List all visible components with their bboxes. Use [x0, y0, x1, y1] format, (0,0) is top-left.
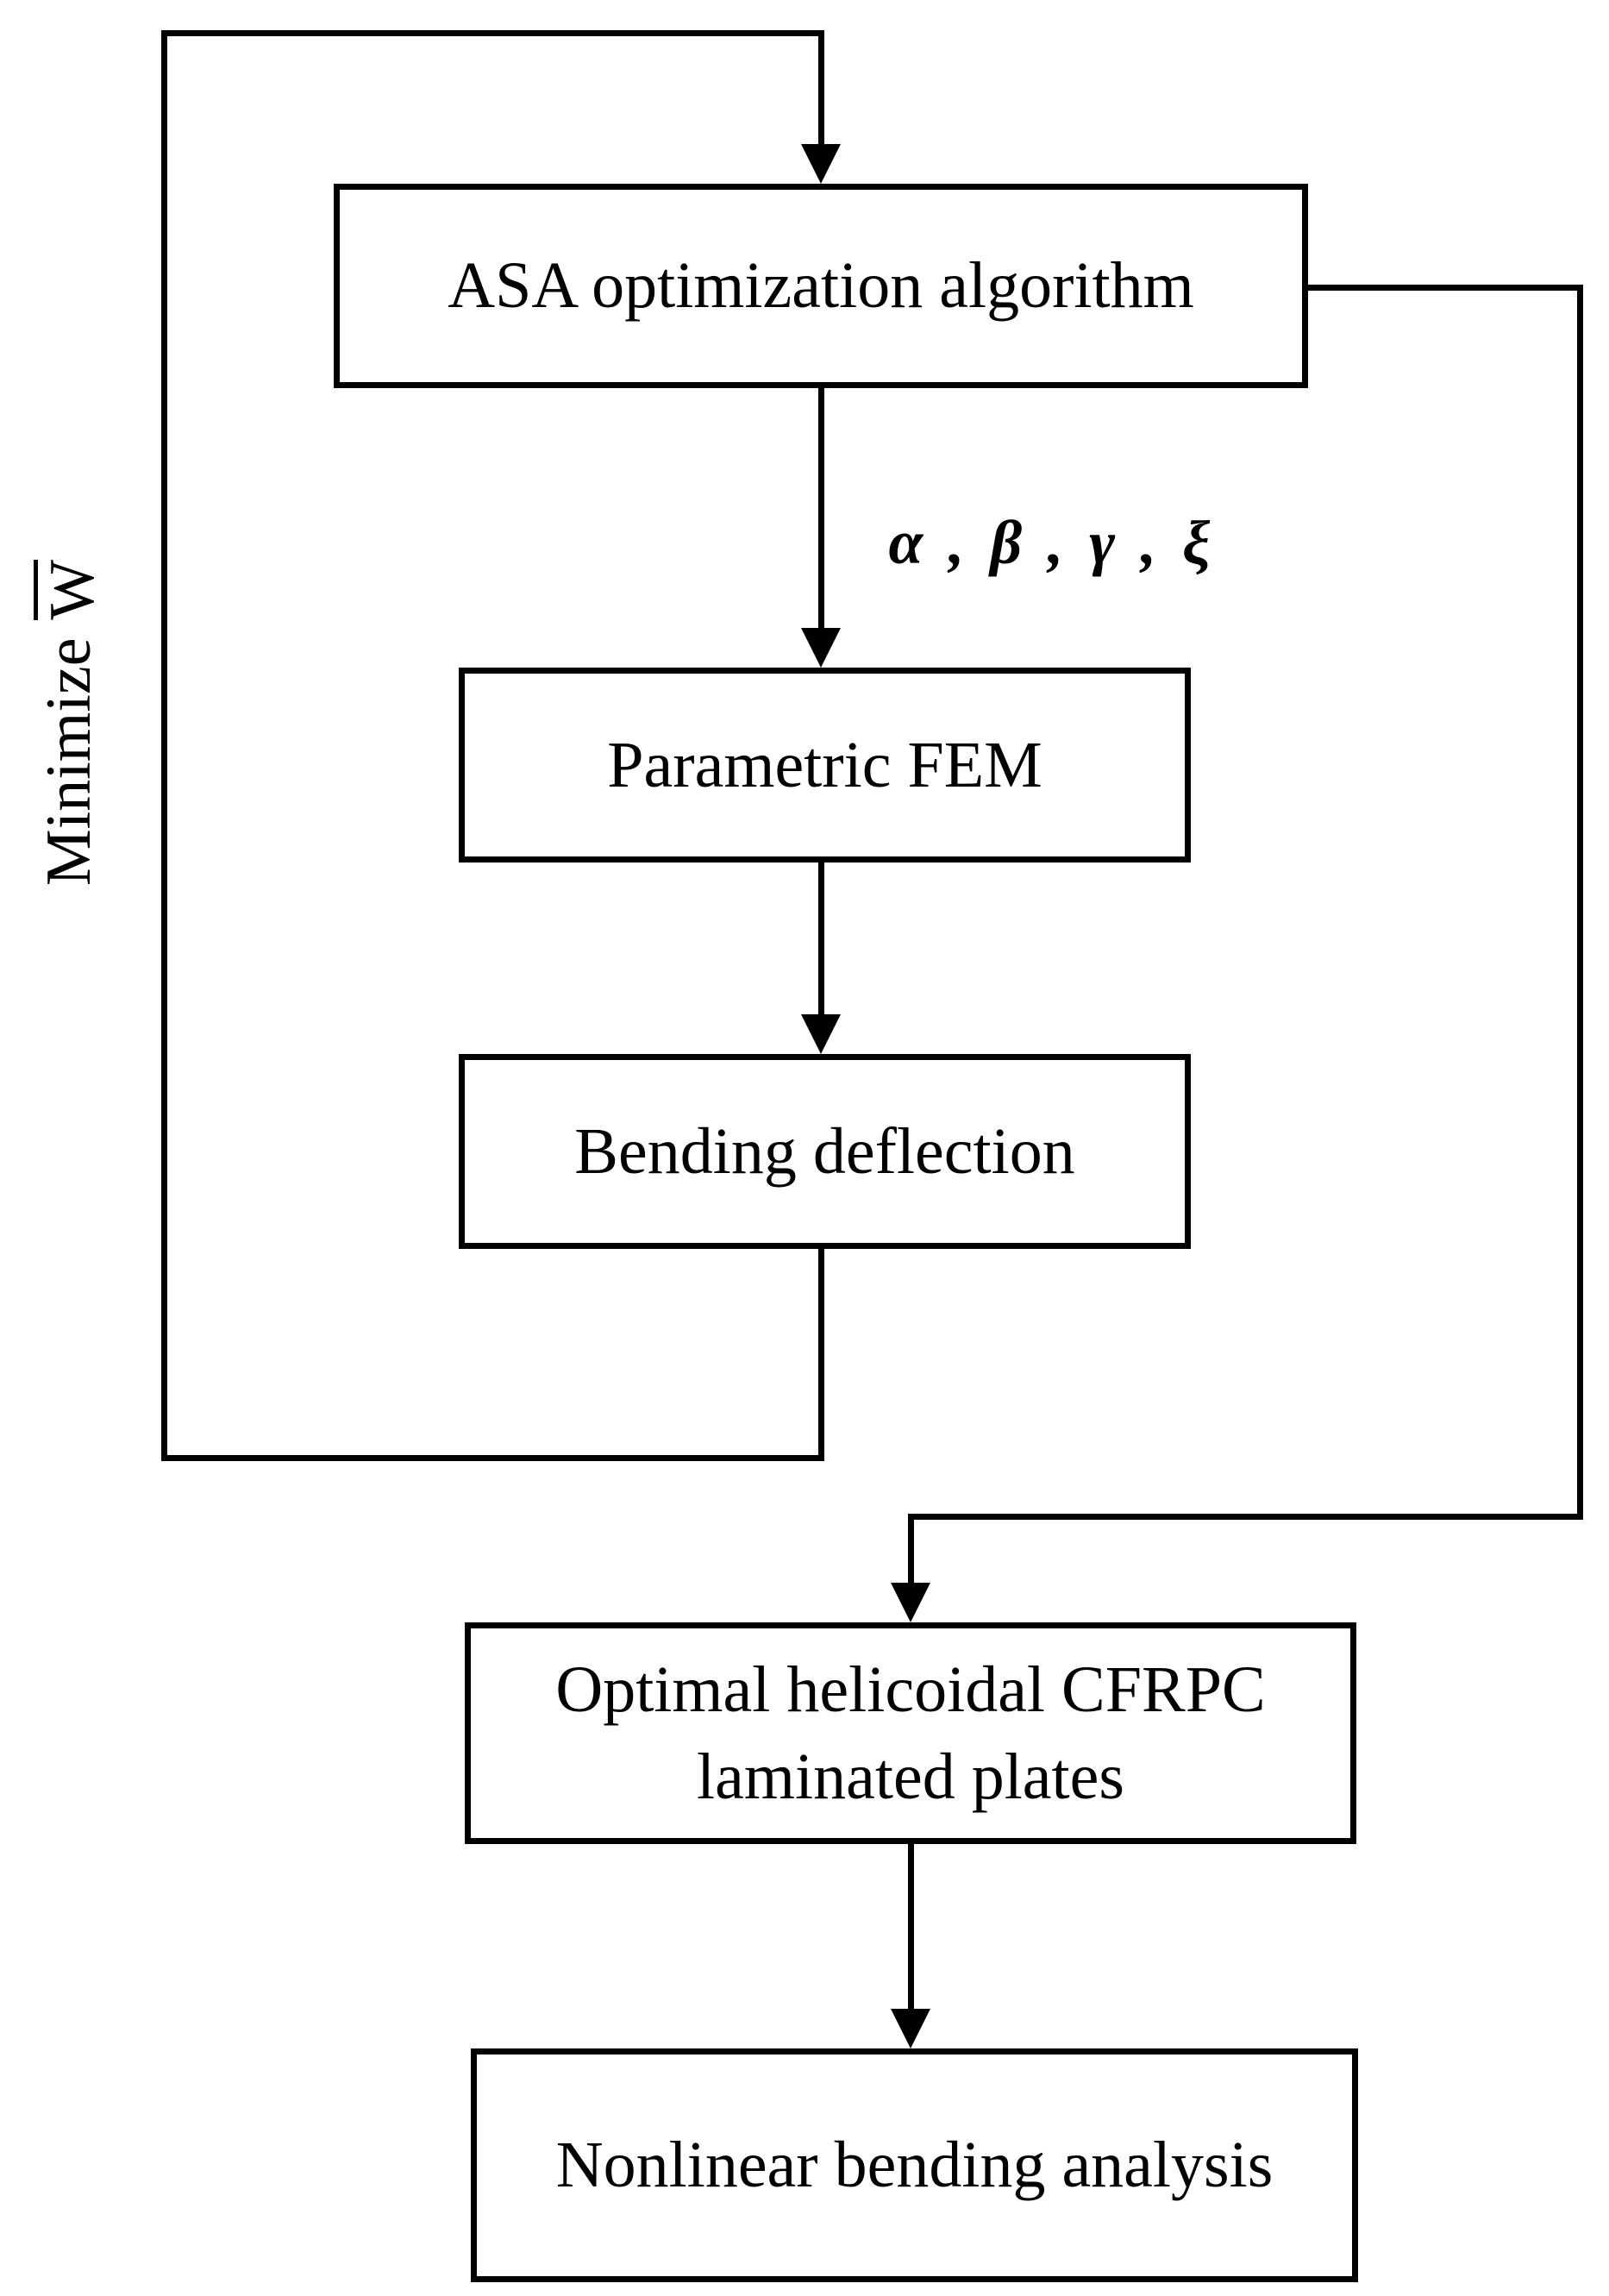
fem-to-bending-line [818, 863, 824, 1018]
loop-bottom-line [161, 1455, 824, 1461]
node-optimal-label-line1: Optimal helicoidal CFRPC [555, 1653, 1266, 1727]
node-asa: ASA optimization algorithm [334, 184, 1308, 388]
asa-right-out-line [1305, 285, 1583, 291]
loop-left-line [161, 30, 167, 1461]
optimal-to-nonlinear-line [908, 1844, 914, 2012]
into-optimal-line [908, 1514, 914, 1586]
parameters-edge-label: α , β , γ , ξ [888, 508, 1216, 577]
node-nonlinear: Nonlinear bending analysis [471, 2048, 1358, 2282]
minimize-text: Minimize [33, 637, 104, 887]
arrowhead-down-icon [891, 1583, 930, 1622]
node-fem-label: Parametric FEM [607, 728, 1042, 801]
right-down-line [1577, 285, 1583, 1520]
right-in-line [908, 1514, 1583, 1520]
asa-to-fem-line [818, 388, 824, 631]
arrowhead-down-icon [801, 1014, 841, 1054]
arrowhead-down-icon [801, 144, 841, 184]
arrowhead-down-icon [891, 2009, 930, 2048]
node-nonlinear-label: Nonlinear bending analysis [555, 2129, 1274, 2202]
bending-to-loop-line [818, 1249, 824, 1461]
arrowhead-down-icon [801, 628, 841, 668]
node-bending: Bending deflection [459, 1054, 1191, 1249]
loop-top-line [161, 30, 824, 36]
minimize-objective-label: Minimize W [17, 464, 121, 982]
loop-entry-line [818, 30, 824, 147]
node-asa-label: ASA optimization algorithm [448, 249, 1194, 323]
node-fem: Parametric FEM [459, 668, 1191, 863]
node-bending-label: Bending deflection [574, 1114, 1075, 1188]
node-optimal-label-line2: laminated plates [697, 1740, 1124, 1813]
w-bar-symbol: W [34, 559, 108, 620]
node-optimal: Optimal helicoidal CFRPC laminated plate… [465, 1622, 1356, 1844]
